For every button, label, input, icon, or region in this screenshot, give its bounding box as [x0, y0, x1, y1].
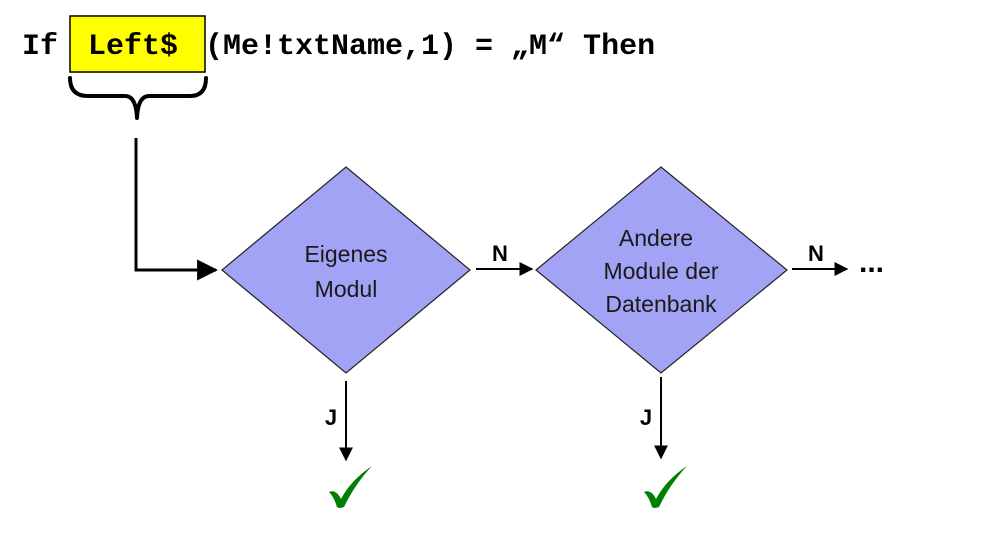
decision-eigenes-modul-line-1: Eigenes: [304, 241, 387, 267]
connector-to-first-decision: [134, 138, 219, 281]
continuation-ellipsis: ...: [859, 246, 884, 279]
brace-connector: [68, 76, 208, 120]
code-if-keyword: If: [22, 30, 58, 64]
decision-andere-module: [535, 166, 788, 374]
no-label-1: N: [492, 241, 508, 266]
decision-eigenes-modul-line-2: Modul: [315, 276, 378, 302]
yes-label-2: J: [640, 405, 652, 430]
yes-label-1: J: [325, 405, 337, 430]
code-function-name: Left$: [88, 30, 178, 64]
checkmark-icon: [329, 466, 372, 508]
decision-andere-module-line-3: Datenbank: [605, 291, 717, 317]
code-rest: (Me!txtName,1) = „M“ Then: [205, 30, 655, 64]
decision-andere-module-line-1: Andere: [619, 225, 693, 251]
checkmark-icon: [644, 466, 687, 508]
decision-andere-module-line-2: Module der: [603, 258, 718, 284]
decision-eigenes-modul: [221, 166, 471, 374]
function-highlight-box: [69, 15, 206, 73]
no-label-2: N: [808, 241, 824, 266]
